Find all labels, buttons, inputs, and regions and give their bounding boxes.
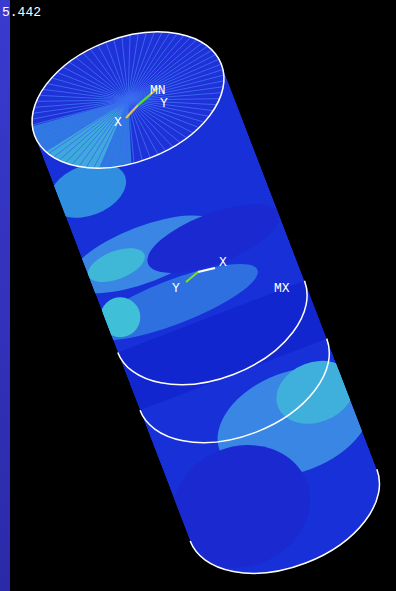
mesh-line	[25, 100, 128, 139]
mesh-line	[128, 61, 231, 100]
mesh-line	[122, 45, 228, 100]
axis-label: Y	[160, 97, 168, 110]
mesh-line	[49, 100, 144, 172]
min-marker: MN	[150, 84, 166, 97]
mesh-line	[103, 35, 128, 100]
mesh-line	[128, 75, 213, 150]
mesh-line	[24, 72, 128, 135]
mesh-line	[62, 41, 128, 117]
mesh-line	[109, 25, 194, 100]
max-marker: MX	[274, 282, 290, 295]
mesh-line	[112, 28, 207, 100]
mesh-line	[29, 100, 135, 155]
axis-label: X	[219, 256, 227, 269]
mesh-line	[27, 67, 128, 134]
axis-label: X	[114, 116, 122, 129]
mesh-line	[126, 55, 230, 100]
mesh-line	[128, 100, 153, 165]
max-value: 5.442	[2, 6, 41, 19]
mesh-line	[35, 100, 139, 163]
mesh-line	[124, 50, 229, 100]
mesh-line	[27, 100, 132, 150]
mesh-line	[128, 64, 232, 127]
mesh-line	[103, 29, 146, 100]
mesh-line	[128, 90, 179, 163]
mesh-line	[77, 37, 128, 110]
mesh-line	[114, 30, 213, 100]
mesh-line	[117, 37, 221, 100]
mesh-line	[43, 50, 128, 125]
mesh-line	[62, 100, 147, 175]
axis-label: Y	[172, 282, 180, 295]
mesh-line	[110, 100, 153, 171]
mesh-line	[22, 83, 128, 138]
mesh-line	[44, 100, 143, 170]
mesh-line	[119, 41, 224, 100]
